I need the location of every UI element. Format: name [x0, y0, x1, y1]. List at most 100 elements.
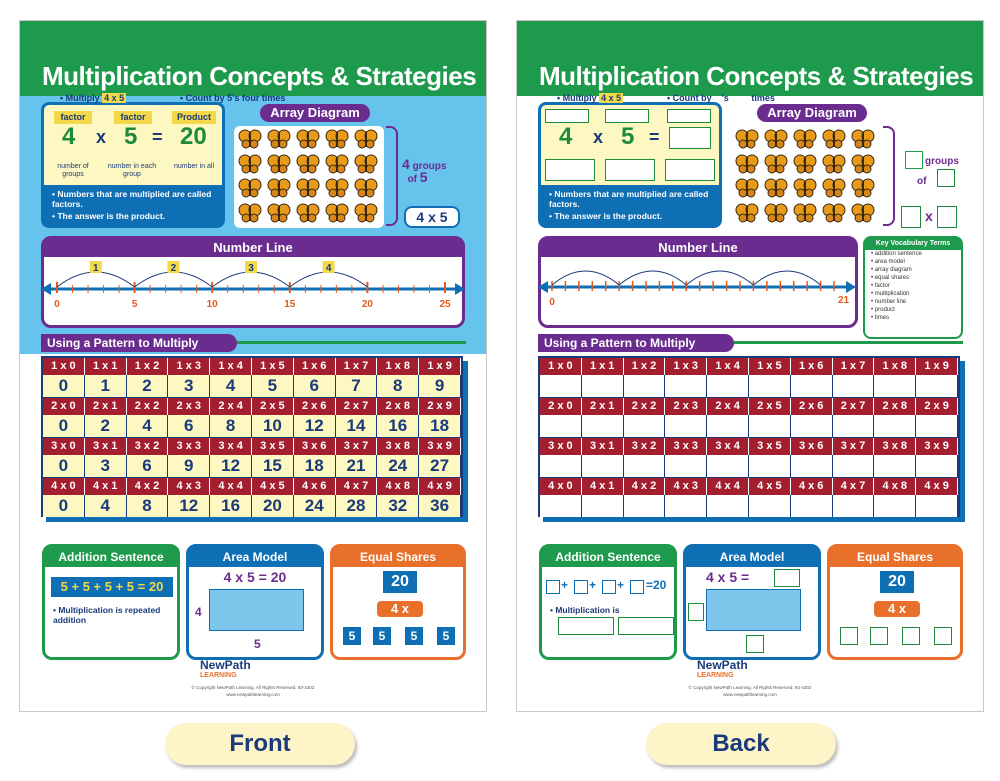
butterfly-icon — [296, 178, 320, 198]
blank-box[interactable] — [902, 627, 920, 645]
butterfly-icon — [267, 178, 291, 198]
number-line-title: Number Line — [44, 239, 462, 257]
butterfly-icon — [735, 129, 759, 149]
blank-box[interactable] — [901, 206, 921, 228]
table-value-cell[interactable] — [916, 375, 958, 397]
table-value-cell[interactable] — [749, 495, 791, 517]
table-value-cell[interactable] — [623, 455, 666, 477]
butterfly-icon — [735, 178, 759, 198]
table-value-cell[interactable] — [540, 495, 582, 517]
blank-box[interactable] — [665, 159, 715, 181]
table-value-cell[interactable] — [832, 495, 875, 517]
table-value-cell[interactable] — [665, 495, 708, 517]
butterfly-icon — [851, 203, 875, 222]
blank-box[interactable] — [545, 109, 589, 123]
table-value-cell[interactable] — [874, 375, 917, 397]
table-value-cell[interactable] — [623, 415, 666, 437]
table-value-cell[interactable] — [790, 415, 833, 437]
newpath-logo: NewPath LEARNING — [200, 658, 251, 679]
table-value-cell[interactable] — [707, 415, 749, 437]
table-value-cell[interactable] — [916, 455, 958, 477]
blank-box[interactable] — [840, 627, 858, 645]
table-value-cell: 3 — [168, 375, 211, 397]
table-header-cell: 4 x 5 — [749, 478, 791, 495]
blank-box[interactable] — [937, 169, 955, 187]
blank-box[interactable] — [746, 635, 764, 653]
table-value-cell[interactable] — [707, 375, 749, 397]
table-value-cell[interactable] — [749, 415, 791, 437]
factor-box: 4 x 5 = • Numbers that are multiplied ar… — [538, 102, 722, 228]
blank-box[interactable] — [667, 109, 711, 123]
table-header-cell: 1 x 0 — [540, 358, 582, 375]
blank-box[interactable] — [870, 627, 888, 645]
table-value-cell[interactable] — [832, 455, 875, 477]
table-value-cell[interactable] — [749, 455, 791, 477]
table-value-cell[interactable] — [707, 455, 749, 477]
table-header-cell: 1 x 3 — [665, 358, 708, 375]
table-value-cell[interactable] — [832, 415, 875, 437]
table-value-cell[interactable] — [581, 375, 624, 397]
table-header-cell: 1 x 5 — [749, 358, 791, 375]
blank-box[interactable] — [605, 109, 649, 123]
table-value-cell: 8 — [126, 495, 169, 517]
table-header-cell: 1 x 6 — [293, 358, 336, 375]
table-value-cell: 12 — [210, 455, 252, 477]
blank-box[interactable] — [688, 603, 704, 621]
table-header-cell: 1 x 7 — [832, 358, 875, 375]
area-title: Area Model — [686, 547, 818, 567]
table-value-cell[interactable] — [540, 375, 582, 397]
table-value-cell[interactable] — [874, 495, 917, 517]
table-value-cell[interactable] — [790, 495, 833, 517]
table-header-cell: 2 x 1 — [581, 398, 624, 415]
blank-box[interactable] — [937, 206, 957, 228]
vocab-item: • area model — [871, 259, 905, 265]
blank-box[interactable] — [574, 580, 588, 594]
table-value-cell[interactable] — [790, 455, 833, 477]
table-value-cell[interactable] — [916, 495, 958, 517]
table-value-cell: 0 — [43, 495, 85, 517]
blank-box[interactable] — [774, 569, 800, 587]
table-value-cell[interactable] — [832, 375, 875, 397]
butterfly-icon — [296, 203, 320, 222]
blank-box[interactable] — [934, 627, 952, 645]
blank-box[interactable] — [905, 151, 923, 169]
table-value-cell[interactable] — [916, 415, 958, 437]
table-value-cell: 21 — [335, 455, 378, 477]
table-value-cell[interactable] — [540, 455, 582, 477]
vocab-item: • multiplication — [871, 291, 910, 297]
jump-arc — [56, 271, 135, 288]
blank-box[interactable] — [558, 617, 614, 635]
table-header-cell: 3 x 3 — [168, 438, 211, 455]
blank-box[interactable] — [605, 159, 655, 181]
of-label: of — [917, 176, 927, 187]
table-value-cell[interactable] — [623, 495, 666, 517]
table-value-cell[interactable] — [790, 375, 833, 397]
table-header-cell: 2 x 6 — [790, 398, 833, 415]
blank-box[interactable] — [546, 580, 560, 594]
blank-box[interactable] — [669, 127, 711, 149]
table-value-cell[interactable] — [665, 455, 708, 477]
table-value-cell[interactable] — [665, 375, 708, 397]
table-value-cell[interactable] — [874, 415, 917, 437]
area-grid — [209, 589, 304, 631]
factor-box: factor factor Product 4 x 5 = 20 number … — [41, 102, 225, 228]
shares-title: Equal Shares — [830, 547, 960, 567]
table-value-cell[interactable] — [707, 495, 749, 517]
blank-box[interactable] — [602, 580, 616, 594]
table-value-cell[interactable] — [581, 455, 624, 477]
table-value-cell[interactable] — [581, 415, 624, 437]
table-value-cell[interactable] — [581, 495, 624, 517]
table-value-cell[interactable] — [540, 415, 582, 437]
table-value-cell[interactable] — [749, 375, 791, 397]
blank-box[interactable] — [630, 580, 644, 594]
butterfly-icon — [354, 203, 378, 222]
table-value-cell[interactable] — [665, 415, 708, 437]
table-header-cell: 2 x 1 — [84, 398, 127, 415]
table-value-cell[interactable] — [874, 455, 917, 477]
jump-arc — [211, 271, 291, 288]
table-value-cell[interactable] — [623, 375, 666, 397]
butterfly-icon — [822, 178, 846, 198]
shares-leaf: 5 — [405, 627, 423, 645]
blank-box[interactable] — [618, 617, 674, 635]
blank-box[interactable] — [545, 159, 595, 181]
